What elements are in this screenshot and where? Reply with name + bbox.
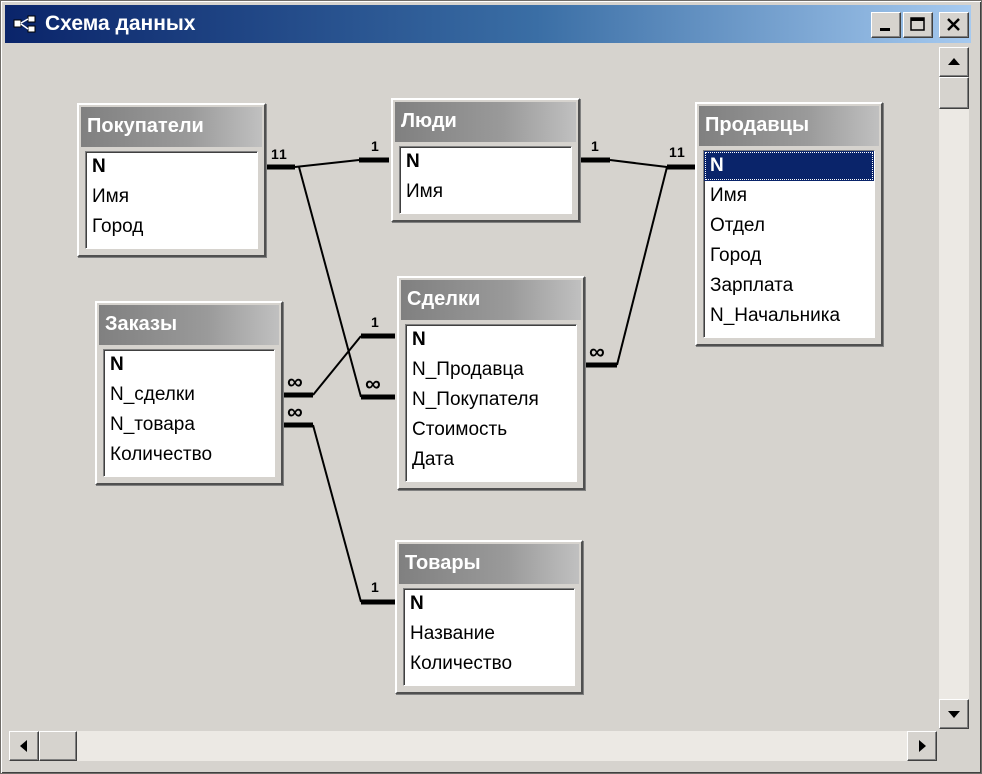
- arrow-down-icon: [948, 711, 960, 718]
- field-item[interactable]: Город: [710, 245, 762, 266]
- field-item[interactable]: N: [110, 354, 124, 375]
- table-pokupateli[interactable]: Покупатели N Имя Город: [77, 103, 266, 257]
- field-item[interactable]: N_товара: [110, 414, 195, 435]
- relationship-label-one: 1: [371, 579, 379, 595]
- field-item[interactable]: Имя: [92, 186, 130, 207]
- field-item[interactable]: Количество: [410, 653, 513, 674]
- table-title: Продавцы: [705, 114, 810, 136]
- relationship-line[interactable]: [312, 424, 362, 603]
- close-button[interactable]: [939, 12, 969, 38]
- field-item-selected[interactable]: N: [704, 151, 874, 181]
- scroll-left-button[interactable]: [9, 731, 39, 761]
- close-icon: [947, 18, 960, 31]
- relationship-line[interactable]: [294, 159, 360, 168]
- field-item[interactable]: Дата: [412, 449, 455, 470]
- relationship-label-one: 1: [271, 146, 279, 162]
- relationships-icon: [13, 15, 37, 33]
- field-item[interactable]: N_сделки: [110, 384, 195, 405]
- field-item[interactable]: Имя: [710, 185, 748, 206]
- field-list[interactable]: N Имя Город: [85, 151, 258, 249]
- table-sdelki[interactable]: Сделки N N_Продавца N_Покупателя Стоимос…: [397, 276, 585, 490]
- field-item[interactable]: Имя: [406, 181, 444, 202]
- table-header[interactable]: Люди: [395, 102, 576, 142]
- field-list[interactable]: N Название Количество: [403, 588, 575, 686]
- table-header[interactable]: Покупатели: [81, 107, 262, 147]
- table-header[interactable]: Сделки: [401, 280, 581, 320]
- relationship-label-many: ∞: [287, 399, 303, 424]
- relationship-label-one: 1: [677, 144, 685, 160]
- scrollbar-corner: [939, 731, 969, 761]
- table-header[interactable]: Заказы: [99, 305, 279, 345]
- relationship-line[interactable]: [298, 166, 362, 398]
- field-item[interactable]: N_Покупателя: [412, 389, 539, 410]
- field-list[interactable]: N Имя: [399, 146, 572, 214]
- relationship-label-one: 1: [591, 138, 599, 154]
- table-lyudi[interactable]: Люди N Имя: [391, 98, 580, 222]
- table-tovary[interactable]: Товары N Название Количество: [395, 540, 583, 694]
- horizontal-scrollbar[interactable]: [9, 731, 937, 761]
- table-title: Товары: [405, 552, 481, 574]
- field-item[interactable]: N: [410, 593, 424, 614]
- window-title: Схема данных: [45, 12, 196, 35]
- vertical-scroll-thumb[interactable]: [939, 77, 969, 109]
- horizontal-scroll-thumb[interactable]: [39, 731, 77, 761]
- relationship-label-many: ∞: [287, 369, 303, 394]
- relationship-label-one: 1: [371, 138, 379, 154]
- table-zakazy[interactable]: Заказы N N_сделки N_товара Количество: [95, 301, 283, 485]
- table-title: Заказы: [105, 313, 178, 335]
- field-item[interactable]: Зарплата: [710, 275, 794, 296]
- relationship-label-many: ∞: [365, 371, 381, 396]
- arrow-up-icon: [948, 58, 960, 65]
- field-list[interactable]: N N_Продавца N_Покупателя Стоимость Дата: [405, 324, 577, 482]
- relationship-lines: [264, 157, 696, 605]
- relationship-line[interactable]: [616, 166, 668, 366]
- relationship-label-one: 1: [279, 146, 287, 162]
- relationship-canvas[interactable]: 1 1 1 1 1 1 ∞ ∞ 1 ∞ ∞ 1 Покупатели N Имя…: [9, 47, 937, 729]
- minimize-button[interactable]: [871, 12, 901, 38]
- title-bar[interactable]: Схема данных: [5, 5, 971, 43]
- field-item[interactable]: Название: [410, 623, 495, 644]
- field-item[interactable]: N_Продавца: [412, 359, 524, 380]
- field-list[interactable]: N Имя Отдел Город Зарплата N_Начальника: [703, 150, 875, 338]
- minimize-icon: [880, 28, 890, 31]
- scroll-right-button[interactable]: [907, 731, 937, 761]
- table-title: Люди: [401, 110, 457, 132]
- field-item[interactable]: N: [412, 329, 426, 350]
- vertical-scrollbar[interactable]: [939, 47, 969, 729]
- maximize-button[interactable]: [903, 12, 933, 38]
- relationship-label-many: ∞: [589, 339, 605, 364]
- field-item[interactable]: Город: [92, 216, 144, 237]
- field-item[interactable]: Стоимость: [412, 419, 508, 440]
- arrow-right-icon: [919, 740, 926, 752]
- scroll-up-button[interactable]: [939, 47, 969, 77]
- scroll-down-button[interactable]: [939, 699, 969, 729]
- field-item[interactable]: N: [406, 151, 420, 172]
- relationship-line[interactable]: [609, 159, 668, 168]
- relationship-label-one: 1: [371, 314, 379, 330]
- field-list[interactable]: N N_сделки N_товара Количество: [103, 349, 275, 477]
- arrow-left-icon: [20, 740, 27, 752]
- table-title: Покупатели: [87, 115, 204, 137]
- maximize-icon: [910, 17, 925, 31]
- table-header[interactable]: Товары: [399, 544, 579, 584]
- relationship-line[interactable]: [312, 335, 362, 396]
- relationship-label-one: 1: [669, 144, 677, 160]
- field-item[interactable]: N: [92, 156, 106, 177]
- field-item[interactable]: Отдел: [710, 215, 765, 236]
- field-item[interactable]: N_Начальника: [710, 305, 841, 326]
- table-header[interactable]: Продавцы: [699, 106, 879, 146]
- table-prodavtsy[interactable]: Продавцы N Имя Отдел Город Зарплата N_На…: [695, 102, 883, 346]
- table-title: Сделки: [407, 288, 481, 310]
- field-item[interactable]: Количество: [110, 444, 213, 465]
